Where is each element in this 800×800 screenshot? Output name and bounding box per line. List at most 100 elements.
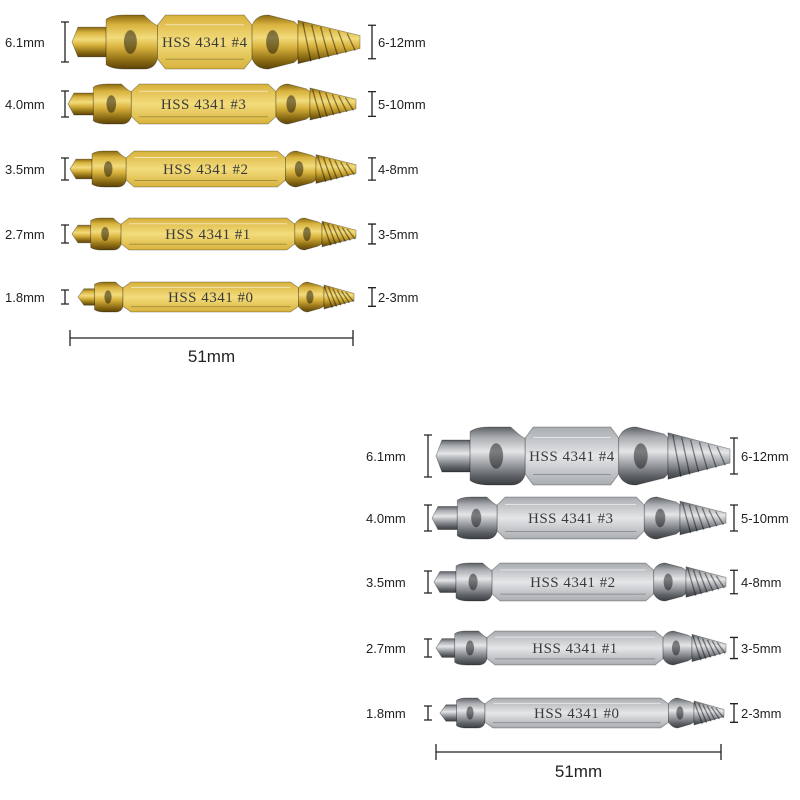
collar-facet <box>101 226 109 242</box>
screw-range-label: 5-10mm <box>741 511 789 526</box>
spiral-groove <box>322 222 332 246</box>
drill-size-label: 2.7mm <box>5 227 45 242</box>
spiral-groove <box>338 95 348 113</box>
drill-size-label: 1.8mm <box>366 706 406 721</box>
spiral-groove <box>319 26 330 58</box>
drill-dimension-line <box>61 157 69 181</box>
spiral-groove <box>328 28 339 56</box>
spiral-groove <box>687 568 697 596</box>
spiral-groove <box>709 574 720 590</box>
collar-facet <box>286 95 297 113</box>
drill-tip <box>69 158 93 180</box>
collar-facet <box>466 706 474 720</box>
extractor-bit: HSS 4341 #2 <box>433 562 727 602</box>
spiral-groove <box>334 160 344 178</box>
spiral-groove <box>311 24 321 60</box>
range-dimension-line <box>368 287 376 307</box>
spiral-groove <box>681 437 691 475</box>
spiral-groove <box>346 33 356 51</box>
spiral-groove <box>697 636 707 660</box>
spiral-groove <box>340 290 350 304</box>
extractor-bit: HSS 4341 #3 <box>431 496 727 540</box>
range-dimension-line <box>730 636 738 660</box>
extractor-bit: HSS 4341 #0 <box>77 281 355 313</box>
bit-engraving: HSS 4341 #2 <box>530 575 616 591</box>
screw-range-label: 6-12mm <box>378 35 426 50</box>
drill-size-label: 6.1mm <box>5 35 45 50</box>
range-dimension-line <box>368 24 376 60</box>
collar-facet <box>468 573 478 591</box>
bit-engraving: HSS 4341 #4 <box>529 449 615 465</box>
spiral-groove <box>711 640 721 656</box>
drill-tip <box>71 224 92 244</box>
spiral-groove <box>311 89 322 119</box>
drill-dimension-line <box>61 289 69 305</box>
spiral-groove <box>693 701 703 725</box>
drill-tip <box>435 439 471 473</box>
range-dimension-line <box>368 90 376 118</box>
bit-engraving: HSS 4341 #1 <box>532 641 618 657</box>
spiral-groove <box>698 441 709 471</box>
collar-facet <box>123 30 137 54</box>
drill-dimension-line <box>424 570 432 594</box>
spiral-groove <box>346 228 356 240</box>
collar-facet <box>103 161 113 177</box>
drill-tip <box>435 638 456 658</box>
screw-range-label: 5-10mm <box>378 97 426 112</box>
extractor-bit: HSS 4341 #1 <box>71 217 357 251</box>
screw-range-label: 3-5mm <box>741 641 781 656</box>
spiral-tip <box>315 154 357 184</box>
spiral-groove <box>337 30 347 54</box>
collar-facet <box>471 508 482 528</box>
spiral-tip <box>309 87 357 121</box>
spiral-groove <box>701 638 712 658</box>
collar-facet <box>465 640 475 656</box>
drill-dimension-line <box>61 21 69 63</box>
extractor-bit: HSS 4341 #4 <box>71 14 361 70</box>
spiral-groove <box>331 224 342 244</box>
range-dimension-line <box>730 569 738 595</box>
screw-range-label: 4-8mm <box>741 575 781 590</box>
spiral-groove <box>707 444 717 468</box>
collar-facet <box>655 508 666 528</box>
spiral-tip <box>693 700 725 726</box>
spiral-tip <box>323 284 355 310</box>
drill-size-label: 4.0mm <box>366 511 406 526</box>
drill-dimension-line <box>424 638 432 658</box>
spiral-groove <box>323 285 333 309</box>
drill-size-label: 3.5mm <box>5 162 45 177</box>
extractor-bit: HSS 4341 #3 <box>67 83 357 125</box>
spiral-groove <box>710 706 720 720</box>
spiral-groove <box>344 97 354 111</box>
spiral-groove <box>332 288 342 306</box>
range-dimension-line <box>730 504 738 532</box>
range-dimension-line <box>368 157 376 181</box>
drill-tip <box>67 92 94 116</box>
collar-facet <box>294 161 304 177</box>
drill-dimension-line <box>61 90 69 118</box>
drill-size-label: 2.7mm <box>366 641 406 656</box>
bit-engraving: HSS 4341 #0 <box>534 706 620 722</box>
spiral-groove <box>716 642 726 654</box>
spiral-groove <box>325 92 335 116</box>
spiral-groove <box>714 510 724 526</box>
bit-engraving: HSS 4341 #4 <box>162 35 248 51</box>
collar-facet <box>106 95 117 113</box>
collar-facet <box>676 706 684 720</box>
spiral-groove <box>336 289 346 305</box>
drill-dimension-line <box>424 434 432 478</box>
spiral-groove <box>672 434 682 478</box>
spiral-tip <box>667 432 731 480</box>
overall-length-label: 51mm <box>188 347 235 366</box>
spiral-groove <box>317 155 327 183</box>
collar-facet <box>104 290 112 304</box>
spiral-groove <box>681 502 692 534</box>
spiral-tip <box>679 500 727 536</box>
spiral-groove <box>715 575 725 589</box>
bit-engraving: HSS 4341 #0 <box>168 290 254 306</box>
bit-engraving: HSS 4341 #3 <box>528 511 614 527</box>
spiral-groove <box>692 635 702 661</box>
screw-range-label: 6-12mm <box>741 449 789 464</box>
